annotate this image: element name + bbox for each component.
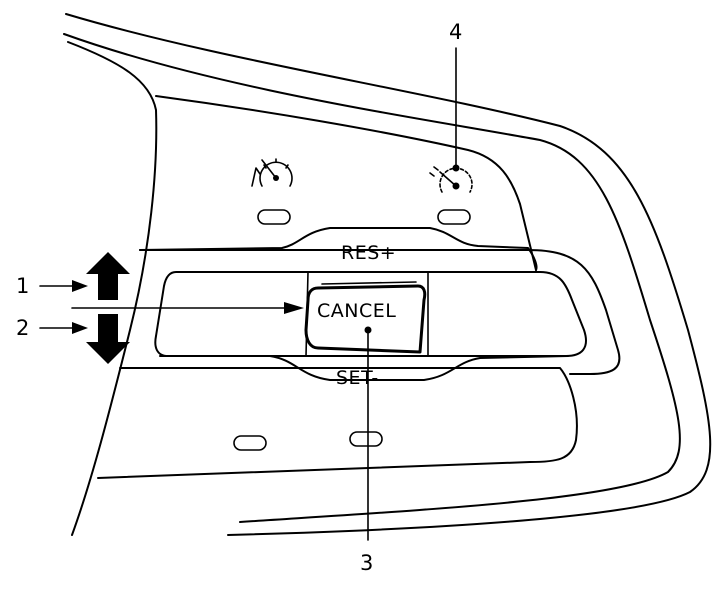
cancel-button[interactable]: CANCEL <box>304 281 427 354</box>
cancel-label: CANCEL <box>317 300 396 322</box>
switch-panel <box>97 95 621 479</box>
steering-wheel-rim <box>63 13 712 536</box>
indicator-lights <box>233 209 471 451</box>
indicator-pill-left-bottom <box>233 435 267 451</box>
res-plus-label: RES+ <box>341 242 396 264</box>
set-minus-button[interactable]: SET- <box>159 355 569 389</box>
indicator-pill-left-top <box>257 209 291 225</box>
adaptive-cruise-control-icon <box>429 166 473 193</box>
up-arrow-icon <box>86 252 130 300</box>
down-arrow-icon <box>86 314 130 364</box>
callout-4: 4 <box>449 20 462 44</box>
leader-lines <box>39 47 460 541</box>
callout-2: 2 <box>16 316 29 340</box>
acc-icon-hub <box>452 182 460 190</box>
res-plus-button[interactable]: RES+ <box>139 227 538 271</box>
callout-3: 3 <box>360 551 373 575</box>
indicator-pill-right-bottom <box>349 431 383 447</box>
set-minus-label: SET- <box>336 367 379 389</box>
callout-labels: 1 2 3 4 <box>16 20 462 575</box>
cruise-control-icon <box>251 158 293 187</box>
indicator-pill-right-top <box>437 209 471 225</box>
callout-1: 1 <box>16 274 29 298</box>
